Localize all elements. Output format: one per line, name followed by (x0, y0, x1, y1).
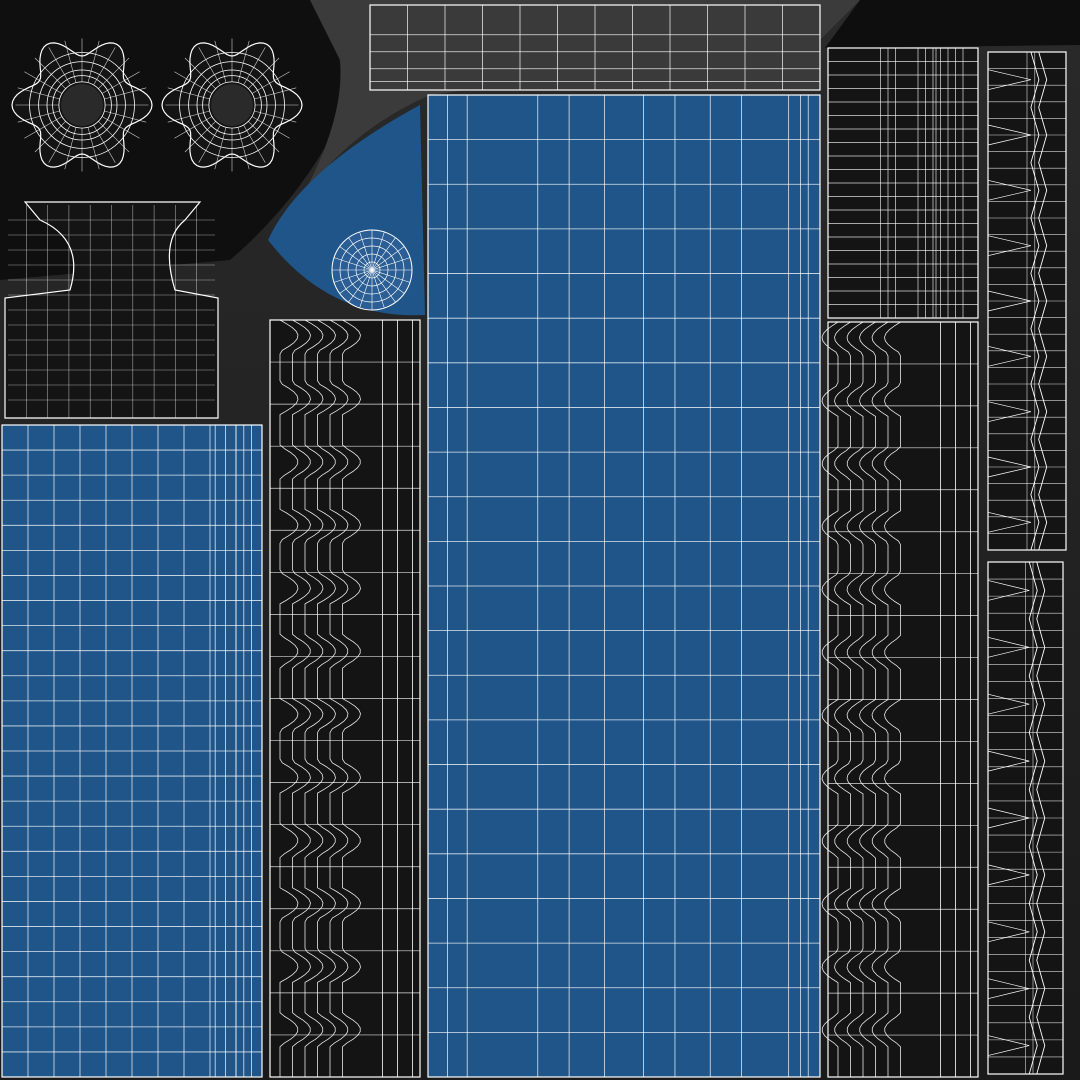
knob-island-left (11, 38, 153, 172)
narrow-zig-island-bottom (987, 561, 1064, 1075)
top-strip-island (369, 4, 821, 91)
dark-stripe-island (827, 47, 979, 319)
dark-wavy-island-left (269, 319, 421, 1078)
blue-island-left (1, 424, 263, 1078)
radial-disc-island (331, 229, 413, 311)
flange-island (4, 201, 219, 419)
shadow-island-top-right (825, 0, 1080, 48)
blue-island-center (427, 94, 821, 1078)
narrow-zig-island-top (987, 51, 1067, 551)
dark-wavy-island-right (821, 321, 979, 1078)
knob-island-right (161, 38, 303, 172)
